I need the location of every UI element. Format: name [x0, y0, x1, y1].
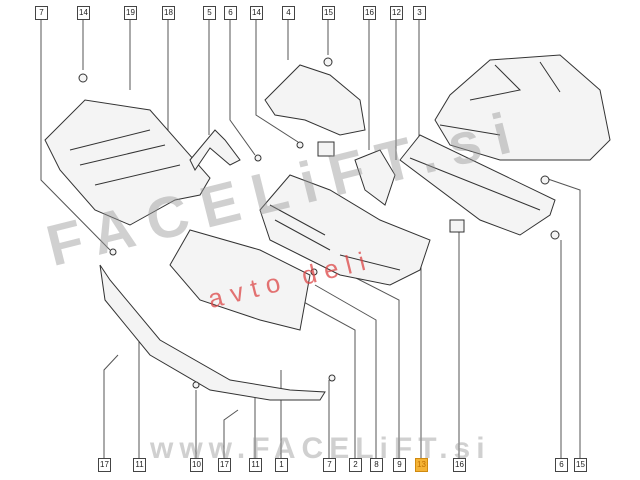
leader-6a — [229, 20, 256, 156]
leader-9 — [349, 274, 400, 458]
part-label-12[interactable]: 12 — [390, 6, 403, 20]
leader-8 — [314, 284, 377, 458]
part-label-14[interactable]: 14 — [77, 6, 90, 20]
clip — [310, 268, 318, 276]
part-label-15[interactable]: 15 — [322, 6, 335, 20]
leader-7 — [40, 20, 111, 251]
retainer — [449, 219, 465, 233]
part-label-1[interactable]: 1 — [275, 458, 288, 472]
grille-frame — [259, 174, 431, 286]
leader-17b — [223, 409, 239, 458]
part-label-3[interactable]: 3 — [413, 6, 426, 20]
part-label-6[interactable]: 6 — [224, 6, 237, 20]
clip — [296, 141, 304, 149]
part-label-11[interactable]: 11 — [249, 458, 262, 472]
part-label-18[interactable]: 18 — [162, 6, 175, 20]
part-label-19[interactable]: 19 — [124, 6, 137, 20]
part-label-10[interactable]: 10 — [190, 458, 203, 472]
part-label-17[interactable]: 17 — [98, 458, 111, 472]
part-label-16[interactable]: 16 — [453, 458, 466, 472]
leader-17a — [103, 354, 119, 458]
front-bumper — [169, 229, 311, 331]
clip — [109, 248, 117, 256]
leader-2 — [299, 299, 356, 458]
part-label-17[interactable]: 17 — [218, 458, 231, 472]
part-label-5[interactable]: 5 — [203, 6, 216, 20]
clip — [540, 175, 550, 185]
clip — [323, 57, 333, 67]
part-label-7[interactable]: 7 — [323, 458, 336, 472]
bracket — [189, 129, 241, 171]
leader-14b — [255, 20, 299, 143]
retainer — [317, 141, 335, 157]
clip — [254, 154, 262, 162]
upper-grille — [44, 99, 211, 226]
clip — [550, 230, 560, 240]
lower-spoiler — [99, 264, 326, 401]
part-label-9[interactable]: 9 — [393, 458, 406, 472]
part-label-7[interactable]: 7 — [35, 6, 48, 20]
part-label-11[interactable]: 11 — [133, 458, 146, 472]
clip — [192, 381, 200, 389]
bracket-16 — [354, 149, 396, 206]
leader-15b — [544, 177, 581, 458]
part-label-14[interactable]: 14 — [250, 6, 263, 20]
part-label-15[interactable]: 15 — [574, 458, 587, 472]
part-label-8[interactable]: 8 — [370, 458, 383, 472]
part-label-13-highlighted[interactable]: 13 — [415, 458, 428, 472]
cowl-panel — [264, 64, 366, 136]
part-label-2[interactable]: 2 — [349, 458, 362, 472]
car-illustration — [434, 54, 611, 161]
clip — [328, 374, 336, 382]
clip — [78, 73, 88, 83]
part-label-4[interactable]: 4 — [282, 6, 295, 20]
part-label-16[interactable]: 16 — [363, 6, 376, 20]
part-label-6[interactable]: 6 — [555, 458, 568, 472]
